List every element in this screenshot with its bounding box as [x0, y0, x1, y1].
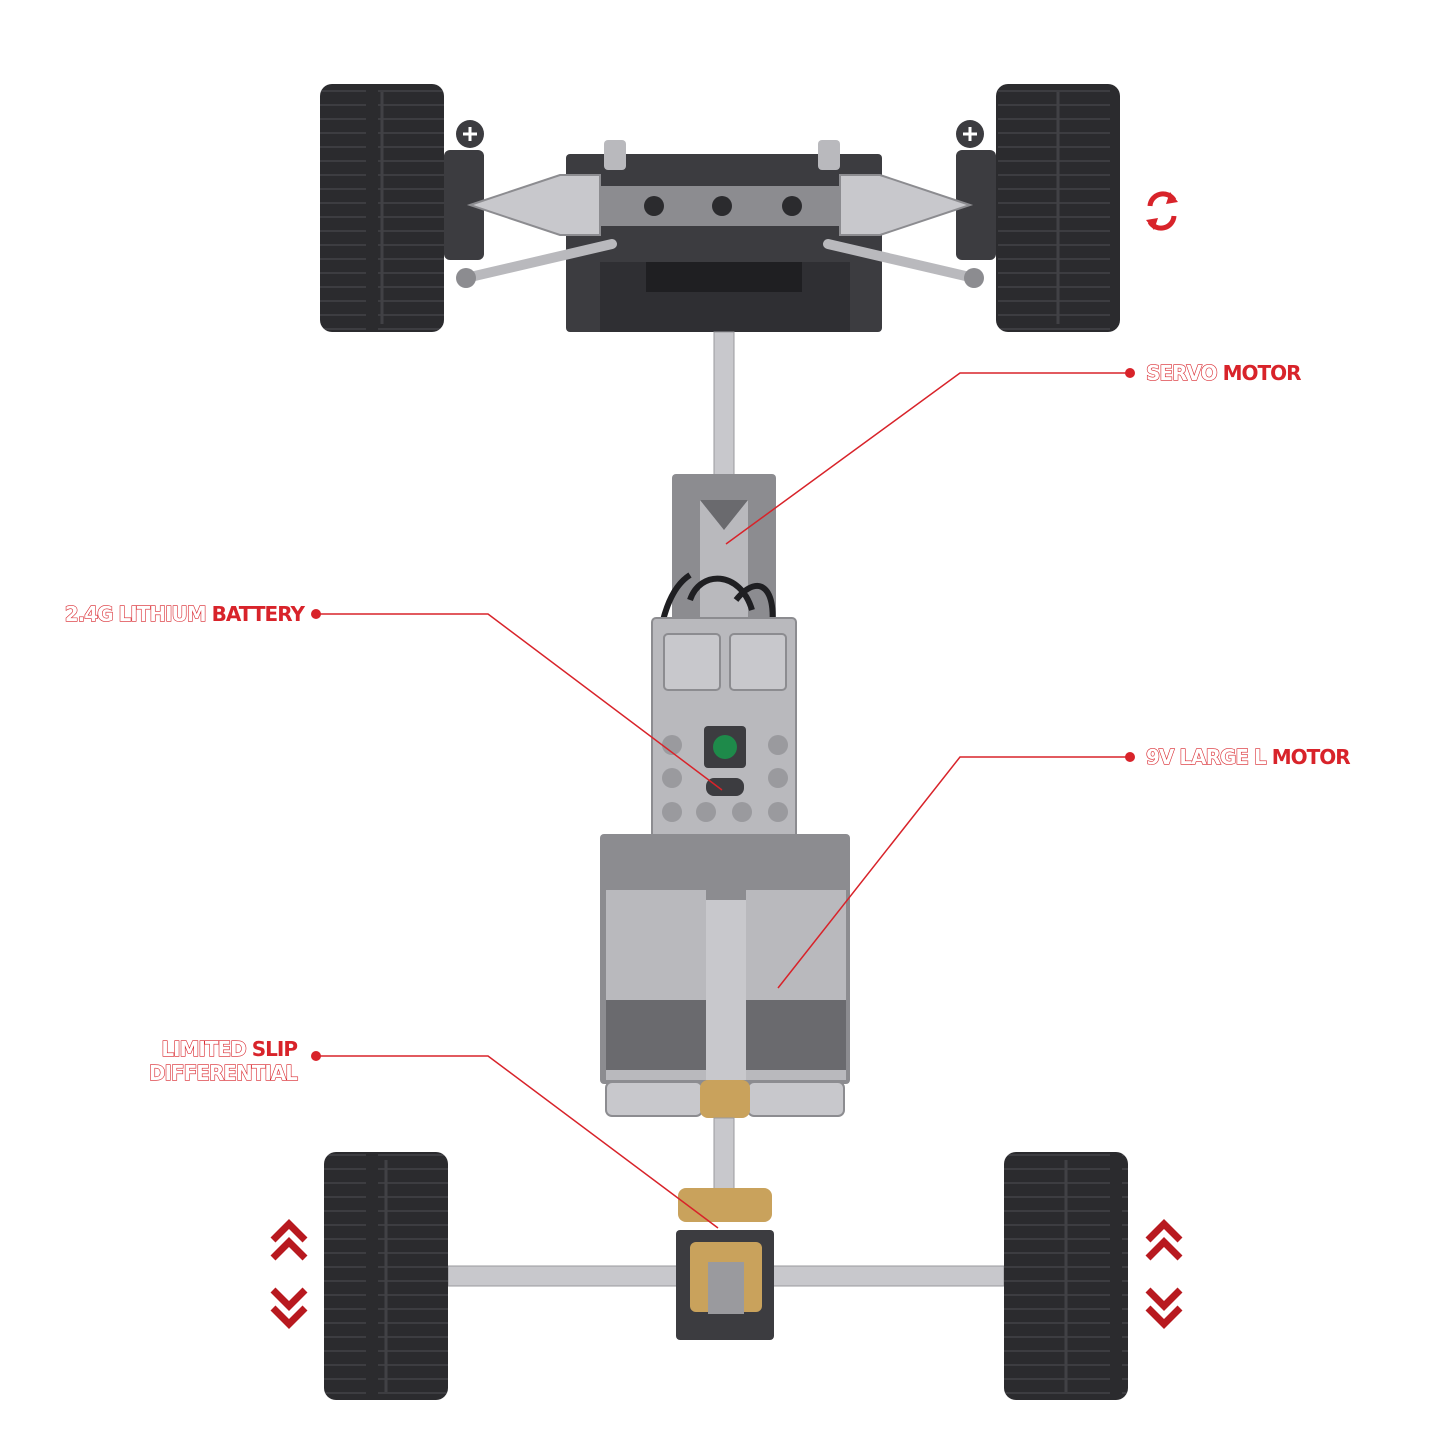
drive-shaft-front: [713, 331, 735, 483]
battery-marker: [311, 609, 321, 619]
drive-shaft-rear: [713, 1117, 735, 1191]
servo-marker: [1125, 368, 1135, 378]
differential-label-line1: LIMITED SLIP: [149, 1036, 298, 1061]
battery-label-word2: BATTERY: [211, 602, 305, 626]
diff-label-word3: DIFFERENTIAL: [148, 1060, 298, 1085]
diff-label-word2: SLIP: [251, 1037, 298, 1061]
diff-leader: [316, 1055, 719, 1229]
battery-label-word1: 2.4G LITHIUM: [64, 601, 207, 626]
leader-lines: [316, 372, 1130, 1229]
differential-label-line2: DIFFERENTIAL: [148, 1060, 298, 1085]
differential-label: LIMITED SLIP DIFFERENTIAL: [148, 1036, 298, 1085]
servo-label-word1: SERVO: [1145, 360, 1218, 385]
diff-marker: [311, 1051, 321, 1061]
rotate-arrows-icon: [1146, 191, 1178, 231]
gear-row-right: [747, 1081, 845, 1117]
charge-port-icon: [706, 778, 744, 796]
double-chevron-down-icon: [270, 1287, 308, 1329]
tan-gear-upper: [700, 1080, 750, 1118]
power-led-icon: [713, 735, 737, 759]
diff-label-word1: LIMITED: [161, 1036, 248, 1061]
tan-gear-lower: [678, 1188, 772, 1222]
servo-motor: [672, 474, 776, 624]
servo-leader: [725, 372, 1130, 545]
rear-axle-assembly: [324, 1152, 1128, 1400]
large-l-motors: [600, 834, 850, 1084]
gear-row-left: [605, 1081, 703, 1117]
battery-label: 2.4G LITHIUM BATTERY: [64, 601, 305, 626]
motor-label-word2: MOTOR: [1271, 745, 1351, 769]
double-chevron-down-icon: [1145, 1287, 1183, 1329]
servo-motor-label: SERVO MOTOR: [1145, 360, 1302, 385]
large-l-motor-label: 9V LARGE L MOTOR: [1145, 744, 1351, 769]
double-chevron-up-icon: [270, 1219, 308, 1261]
motor-leader: [777, 756, 1130, 989]
front-axle-assembly: [320, 84, 1120, 332]
motor-label-word1: 9V LARGE L: [1145, 744, 1267, 769]
double-chevron-up-icon: [1145, 1219, 1183, 1261]
battery-leader: [316, 613, 723, 791]
motor-marker: [1125, 752, 1135, 762]
servo-label-word2: MOTOR: [1222, 361, 1302, 385]
